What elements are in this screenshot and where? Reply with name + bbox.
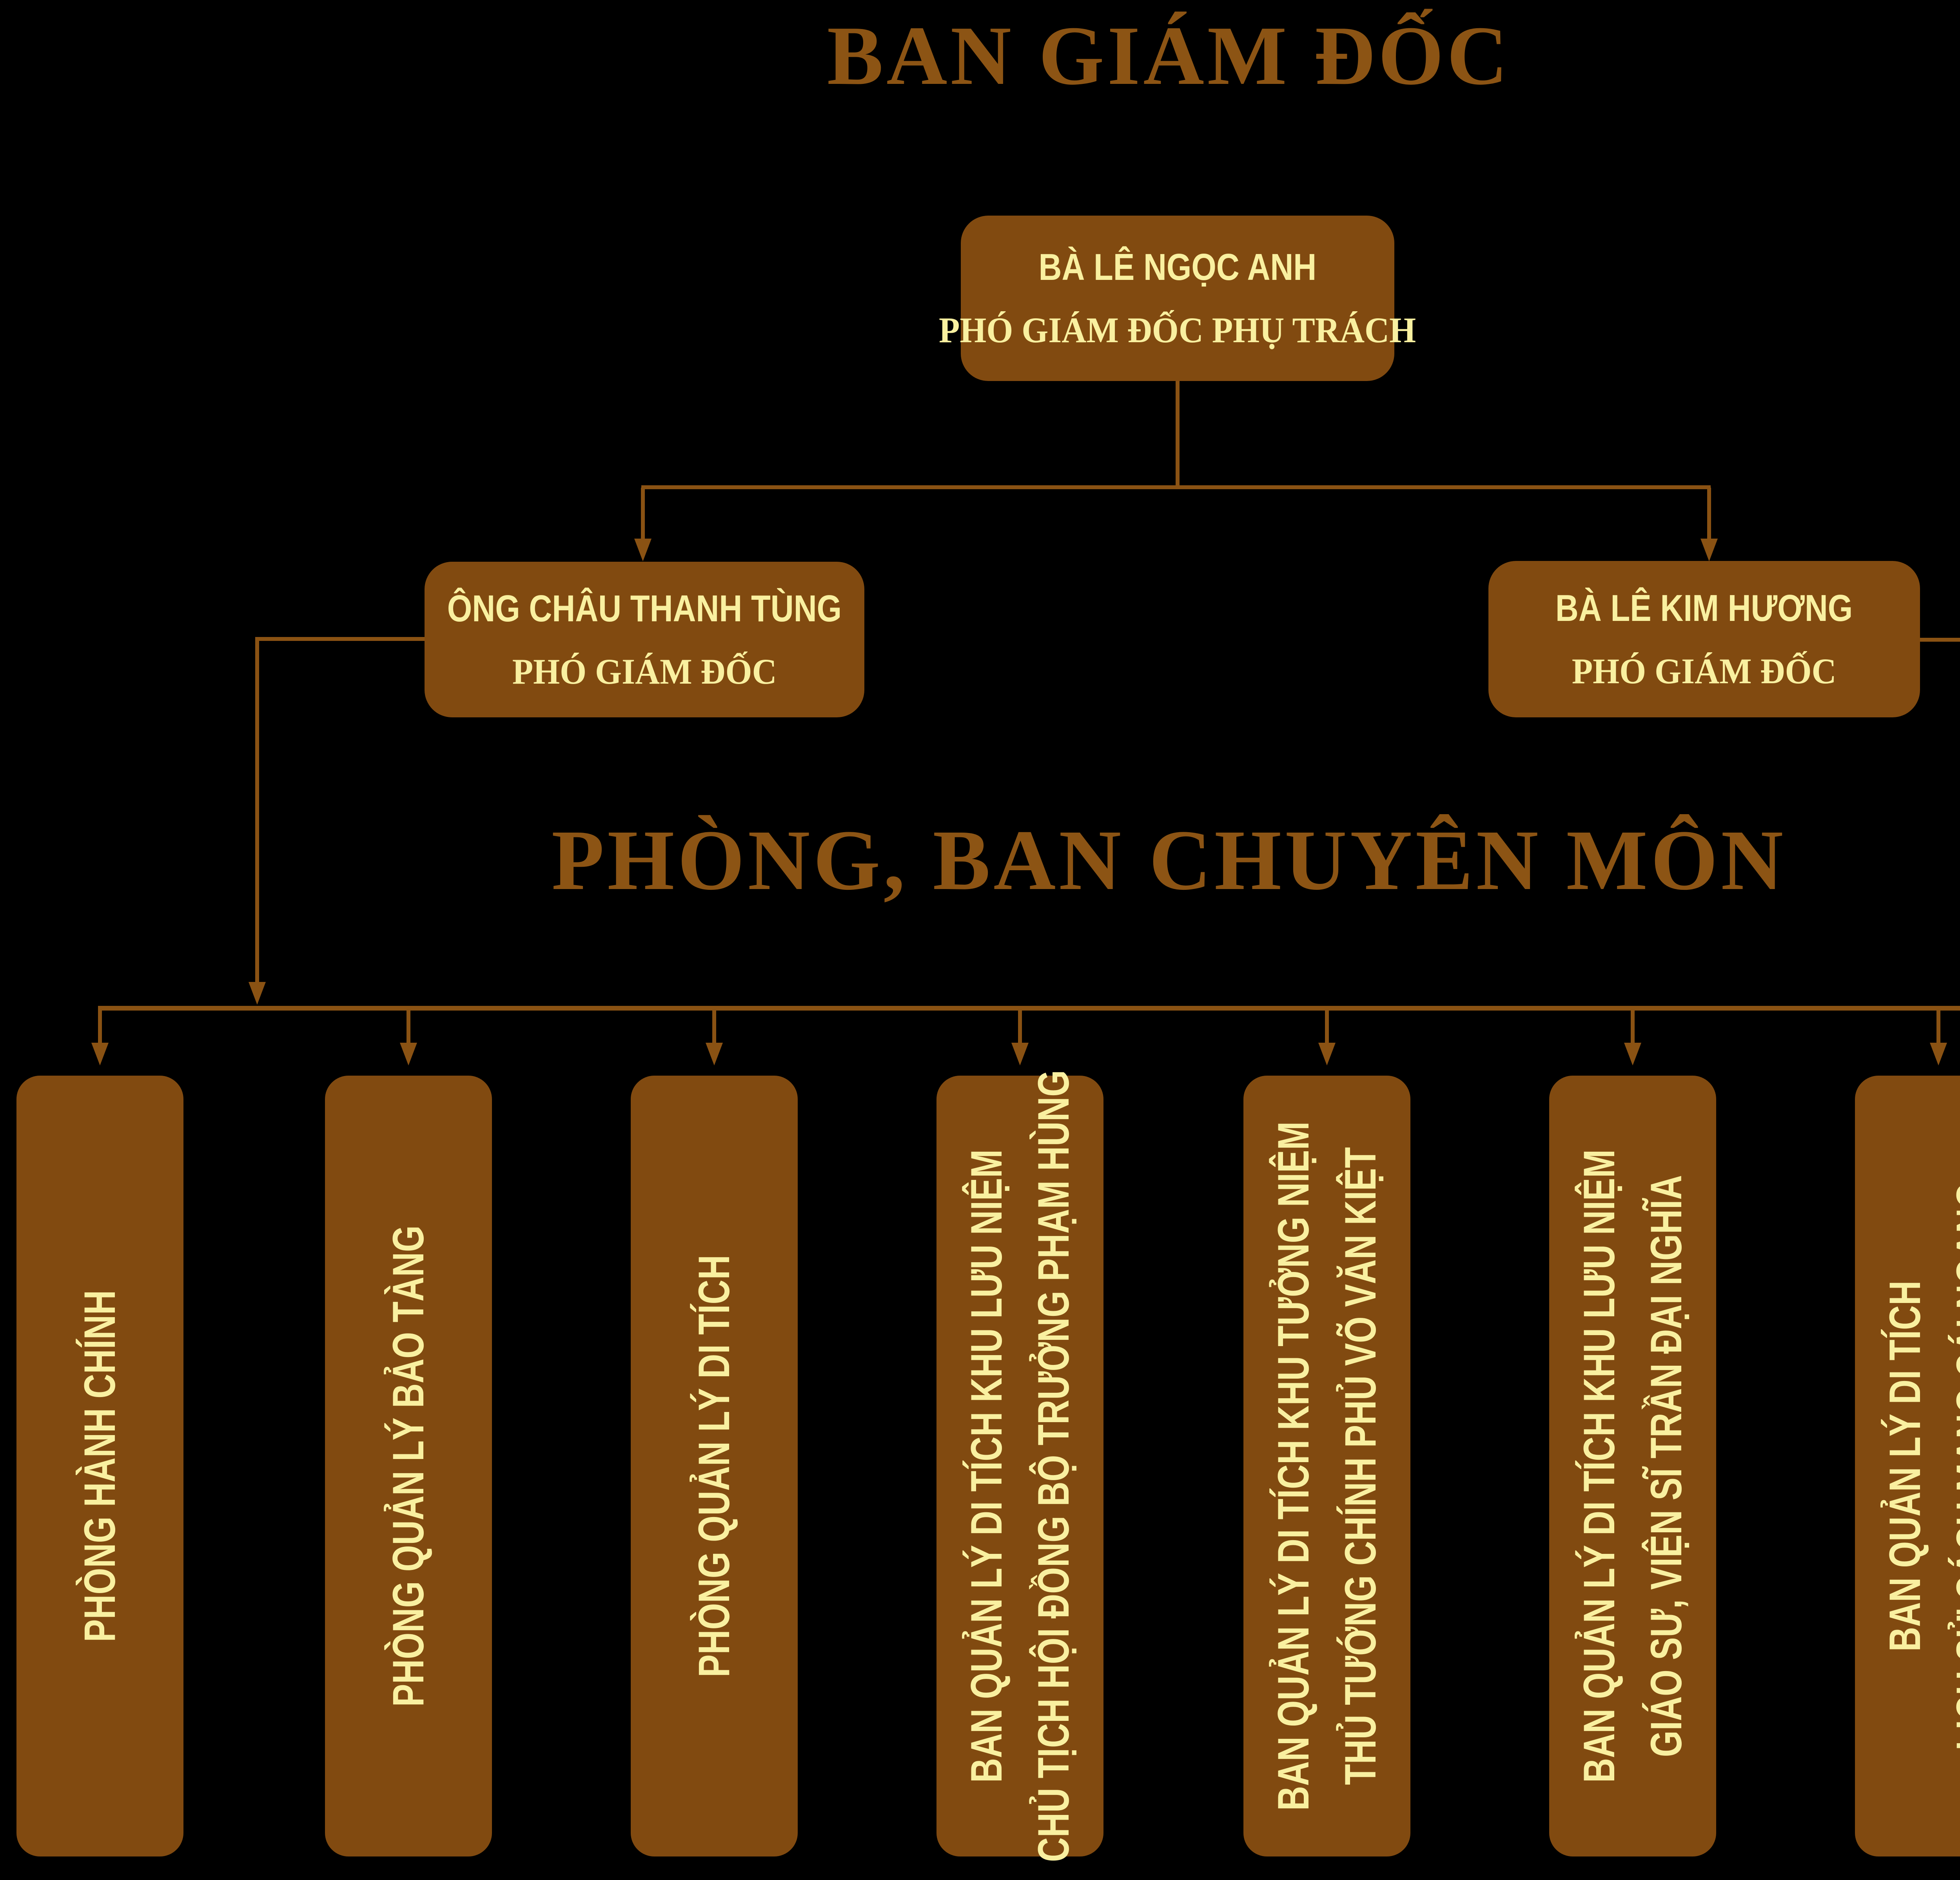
dept-label: BAN QUẢN LÝ DI TÍCH KHU LƯU NIỆM [1574, 1149, 1624, 1783]
dept-khu-tuong-niem-vo-van-kiet: BAN QUẢN LÝ DI TÍCH KHU TƯỞNG NIỆM THỦ TƯ… [1243, 1076, 1410, 1856]
dept-drop [1936, 1008, 1940, 1044]
person-name: BÀ LÊ NGỌC ANH [1038, 246, 1317, 288]
departments-heading: PHÒNG, BAN CHUYÊN MÔN [551, 812, 1787, 908]
connector-left-drop [641, 488, 645, 539]
dept-drop [98, 1008, 102, 1044]
arrow-down-icon [249, 982, 266, 1005]
arrow-down-icon [1318, 1043, 1336, 1065]
arrow-down-icon [1930, 1043, 1947, 1065]
dept-drop [1325, 1008, 1329, 1044]
dept-hanh-chinh: PHÒNG HÀNH CHÍNH [16, 1076, 183, 1856]
dept-label: PHÒNG HÀNH CHÍNH [75, 1290, 125, 1642]
arrow-down-icon [91, 1043, 109, 1065]
dept-label: THỦ TƯỚNG CHÍNH PHỦ VÕ VĂN KIỆT [1336, 1147, 1385, 1785]
connector-top-stem [1176, 380, 1180, 487]
dept-label: LỊCH SỬ CÁCH MẠNG CÁI NGANG [1947, 1181, 1960, 1751]
dept-label: PHÒNG QUẢN LÝ BẢO TÀNG [384, 1225, 433, 1707]
board-heading: BAN GIÁM ĐỐC [827, 9, 1511, 102]
node-deputy-director-right: BÀ LÊ KIM HƯƠNG PHÓ GIÁM ĐỐC [1488, 561, 1920, 717]
node-deputy-director-in-charge: BÀ LÊ NGỌC ANH PHÓ GIÁM ĐỐC PHỤ TRÁCH [939, 216, 1416, 381]
arrow-down-icon [706, 1043, 723, 1065]
arrow-down-icon [400, 1043, 417, 1065]
person-role: PHÓ GIÁM ĐỐC [1572, 651, 1837, 691]
dept-khu-luu-niem-pham-hung: BAN QUẢN LÝ DI TÍCH KHU LƯU NIỆM CHỦ TỊCH… [936, 1070, 1103, 1862]
dept-label: GIÁO SƯ, VIỆN SĨ TRẦN ĐẠI NGHĨA [1642, 1175, 1691, 1757]
person-name: ÔNG CHÂU THANH TÙNG [447, 587, 842, 630]
dept-drop [1631, 1008, 1635, 1044]
dept-quan-ly-bao-tang: PHÒNG QUẢN LÝ BẢO TÀNG [325, 1076, 492, 1856]
dept-label: BAN QUẢN LÝ DI TÍCH KHU LƯU NIỆM [962, 1149, 1011, 1783]
dept-quan-ly-di-tich: PHÒNG QUẢN LÝ DI TÍCH [631, 1076, 798, 1856]
connector-level1-horizontal [641, 485, 1711, 489]
dept-label: BAN QUẢN LÝ DI TÍCH [1880, 1280, 1929, 1652]
dept-cach-mang-cai-ngang: BAN QUẢN LÝ DI TÍCH LỊCH SỬ CÁCH MẠNG CÁI… [1855, 1076, 1960, 1856]
connector-right-drop [1707, 488, 1711, 539]
person-role: PHÓ GIÁM ĐỐC [512, 651, 777, 691]
person-role: PHÓ GIÁM ĐỐC PHỤ TRÁCH [939, 310, 1416, 350]
connector-left-branch-vertical [255, 637, 259, 983]
arrow-down-icon [1624, 1043, 1641, 1065]
dept-drop [1018, 1008, 1022, 1044]
person-name: BÀ LÊ KIM HƯƠNG [1555, 587, 1853, 629]
connector-right-branch-horizontal [1920, 638, 1960, 642]
dept-label: CHỦ TỊCH HỘI ĐỒNG BỘ TRƯỞNG PHẠM HÙNG [1029, 1070, 1078, 1862]
connector-distributor [98, 1006, 1960, 1011]
dept-drop [407, 1008, 410, 1044]
connector-left-branch-horizontal [257, 637, 425, 641]
dept-drop [712, 1008, 716, 1044]
node-deputy-director-left: ÔNG CHÂU THANH TÙNG PHÓ GIÁM ĐỐC [425, 562, 864, 717]
dept-khu-luu-niem-tran-dai-nghia: BAN QUẢN LÝ DI TÍCH KHU LƯU NIỆM GIÁO SƯ,… [1549, 1076, 1716, 1856]
arrow-down-icon [634, 539, 652, 561]
dept-label: PHÒNG QUẢN LÝ DI TÍCH [690, 1255, 739, 1677]
arrow-down-icon [1011, 1043, 1029, 1065]
dept-label: BAN QUẢN LÝ DI TÍCH KHU TƯỞNG NIỆM [1269, 1121, 1318, 1811]
arrow-down-icon [1700, 539, 1718, 561]
